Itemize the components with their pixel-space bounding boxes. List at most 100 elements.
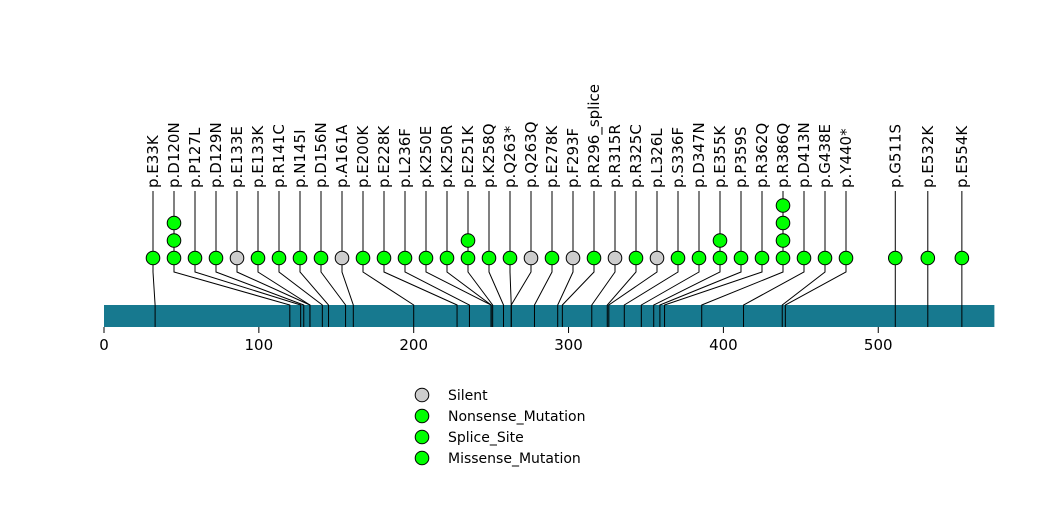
mutation-label: p.A161A — [333, 124, 351, 188]
mutation-point — [838, 250, 854, 266]
mutation-label: p.L236F — [396, 128, 414, 188]
mutation-label: p.K250R — [438, 125, 456, 188]
legend-label: Splice_Site — [448, 430, 524, 446]
mutation-label: p.R315R — [606, 124, 624, 188]
mutation-point — [712, 233, 728, 248]
lollipop-stem — [557, 191, 574, 327]
mutation-point — [565, 250, 581, 266]
lollipop-stem — [320, 191, 347, 327]
lollipop-stem — [341, 191, 354, 327]
mutation-point — [712, 250, 728, 266]
mutation-label: p.E355K — [711, 125, 729, 188]
mutation-point — [796, 250, 812, 266]
mutation-label: p.E200K — [354, 125, 372, 188]
axis-tick-label: 400 — [709, 336, 738, 354]
lollipop-stem — [591, 191, 616, 327]
lollipop-stem — [608, 191, 658, 327]
mutation-label: p.G438E — [816, 124, 834, 188]
lollipop-stem — [701, 191, 784, 327]
mutation-point — [920, 250, 936, 266]
mutation-label: p.S336F — [669, 127, 687, 188]
mutation-point — [954, 250, 970, 266]
mutation-point — [376, 250, 392, 266]
lollipop-stem — [467, 191, 494, 327]
mutation-point — [460, 250, 476, 266]
lollipop-stem — [653, 191, 721, 327]
lollipop-stem — [606, 191, 637, 327]
mutation-point — [460, 233, 476, 248]
mutation-point — [670, 250, 686, 266]
lollipop-stem — [404, 191, 470, 327]
mutation-point — [523, 250, 539, 266]
mutation-label: p.P127L — [186, 127, 204, 188]
lollipop-stem — [446, 191, 492, 327]
mutation-point — [145, 250, 161, 266]
mutation-label: p.E251K — [459, 125, 477, 188]
mutation-label: p.Q263Q — [522, 121, 540, 188]
lollipop-stem — [659, 191, 742, 327]
legend-swatch-nonsense_mutation — [414, 408, 430, 424]
lollipop-stem — [215, 191, 305, 327]
mutation-point — [649, 250, 665, 266]
mutation-point — [775, 233, 791, 248]
mutation-point — [187, 250, 203, 266]
legend-label: Missense_Mutation — [448, 451, 581, 467]
mutation-label: p.L326L — [648, 128, 666, 188]
mutation-point — [166, 215, 182, 231]
mutation-point — [887, 250, 903, 266]
mutation-label: p.D347N — [690, 122, 708, 188]
lollipop-stem — [561, 191, 595, 327]
mutation-point — [229, 250, 245, 266]
lollipop-stem — [257, 191, 311, 327]
mutation-label: p.E228K — [375, 125, 393, 188]
mutation-point — [439, 250, 455, 266]
mutation-point — [628, 250, 644, 266]
mutation-label: p.Q263* — [501, 125, 519, 188]
mutation-label: p.Y440* — [837, 128, 855, 188]
mutation-point — [754, 250, 770, 266]
lollipop-stem — [299, 191, 330, 327]
lollipop-stem — [173, 191, 291, 327]
mutation-label: p.D156N — [312, 122, 330, 188]
mutation-label: p.E278K — [543, 125, 561, 188]
mutation-point — [208, 250, 224, 266]
mutation-point — [775, 250, 791, 266]
lollipop-stem — [533, 191, 553, 327]
lollipop-stem — [362, 191, 415, 327]
mutation-point — [817, 250, 833, 266]
mutation-point — [502, 250, 518, 266]
mutation-point — [607, 250, 623, 266]
mutation-point — [334, 250, 350, 266]
mutation-point — [775, 198, 791, 213]
legend-label: Nonsense_Mutation — [448, 409, 585, 425]
mutation-label: p.E532K — [919, 125, 937, 188]
mutation-point — [313, 250, 329, 266]
lollipop-stem — [781, 191, 826, 327]
mutation-point — [733, 250, 749, 266]
mutation-label: p.P359S — [732, 127, 750, 189]
mutation-point — [481, 250, 497, 266]
legend-swatch-splice_site — [414, 429, 430, 445]
mutation-label: p.E133E — [228, 126, 246, 188]
mutation-label: p.R362Q — [753, 123, 771, 188]
lollipop-stem — [640, 191, 700, 327]
lollipop-stem — [152, 191, 156, 327]
mutation-label: p.N145I — [291, 129, 309, 188]
mutation-point — [544, 250, 560, 266]
legend-label: Silent — [448, 388, 488, 404]
lollipop-stem — [623, 191, 679, 327]
mutation-point — [586, 250, 602, 266]
mutation-label: p.R296_splice — [585, 84, 604, 188]
lollipop-stem — [664, 191, 763, 327]
mutation-label: p.K258Q — [480, 123, 498, 188]
mutation-label: p.F293F — [564, 128, 582, 188]
mutation-label: p.R386Q — [774, 123, 792, 188]
lollipop-stem — [784, 191, 847, 327]
mutation-label: p.R141C — [270, 124, 288, 188]
mutation-label: p.G511S — [886, 124, 904, 188]
mutation-label: p.E33K — [144, 134, 162, 188]
mutation-point — [397, 250, 413, 266]
axis-tick-label: 300 — [554, 336, 583, 354]
axis-tick-label: 100 — [245, 336, 274, 354]
